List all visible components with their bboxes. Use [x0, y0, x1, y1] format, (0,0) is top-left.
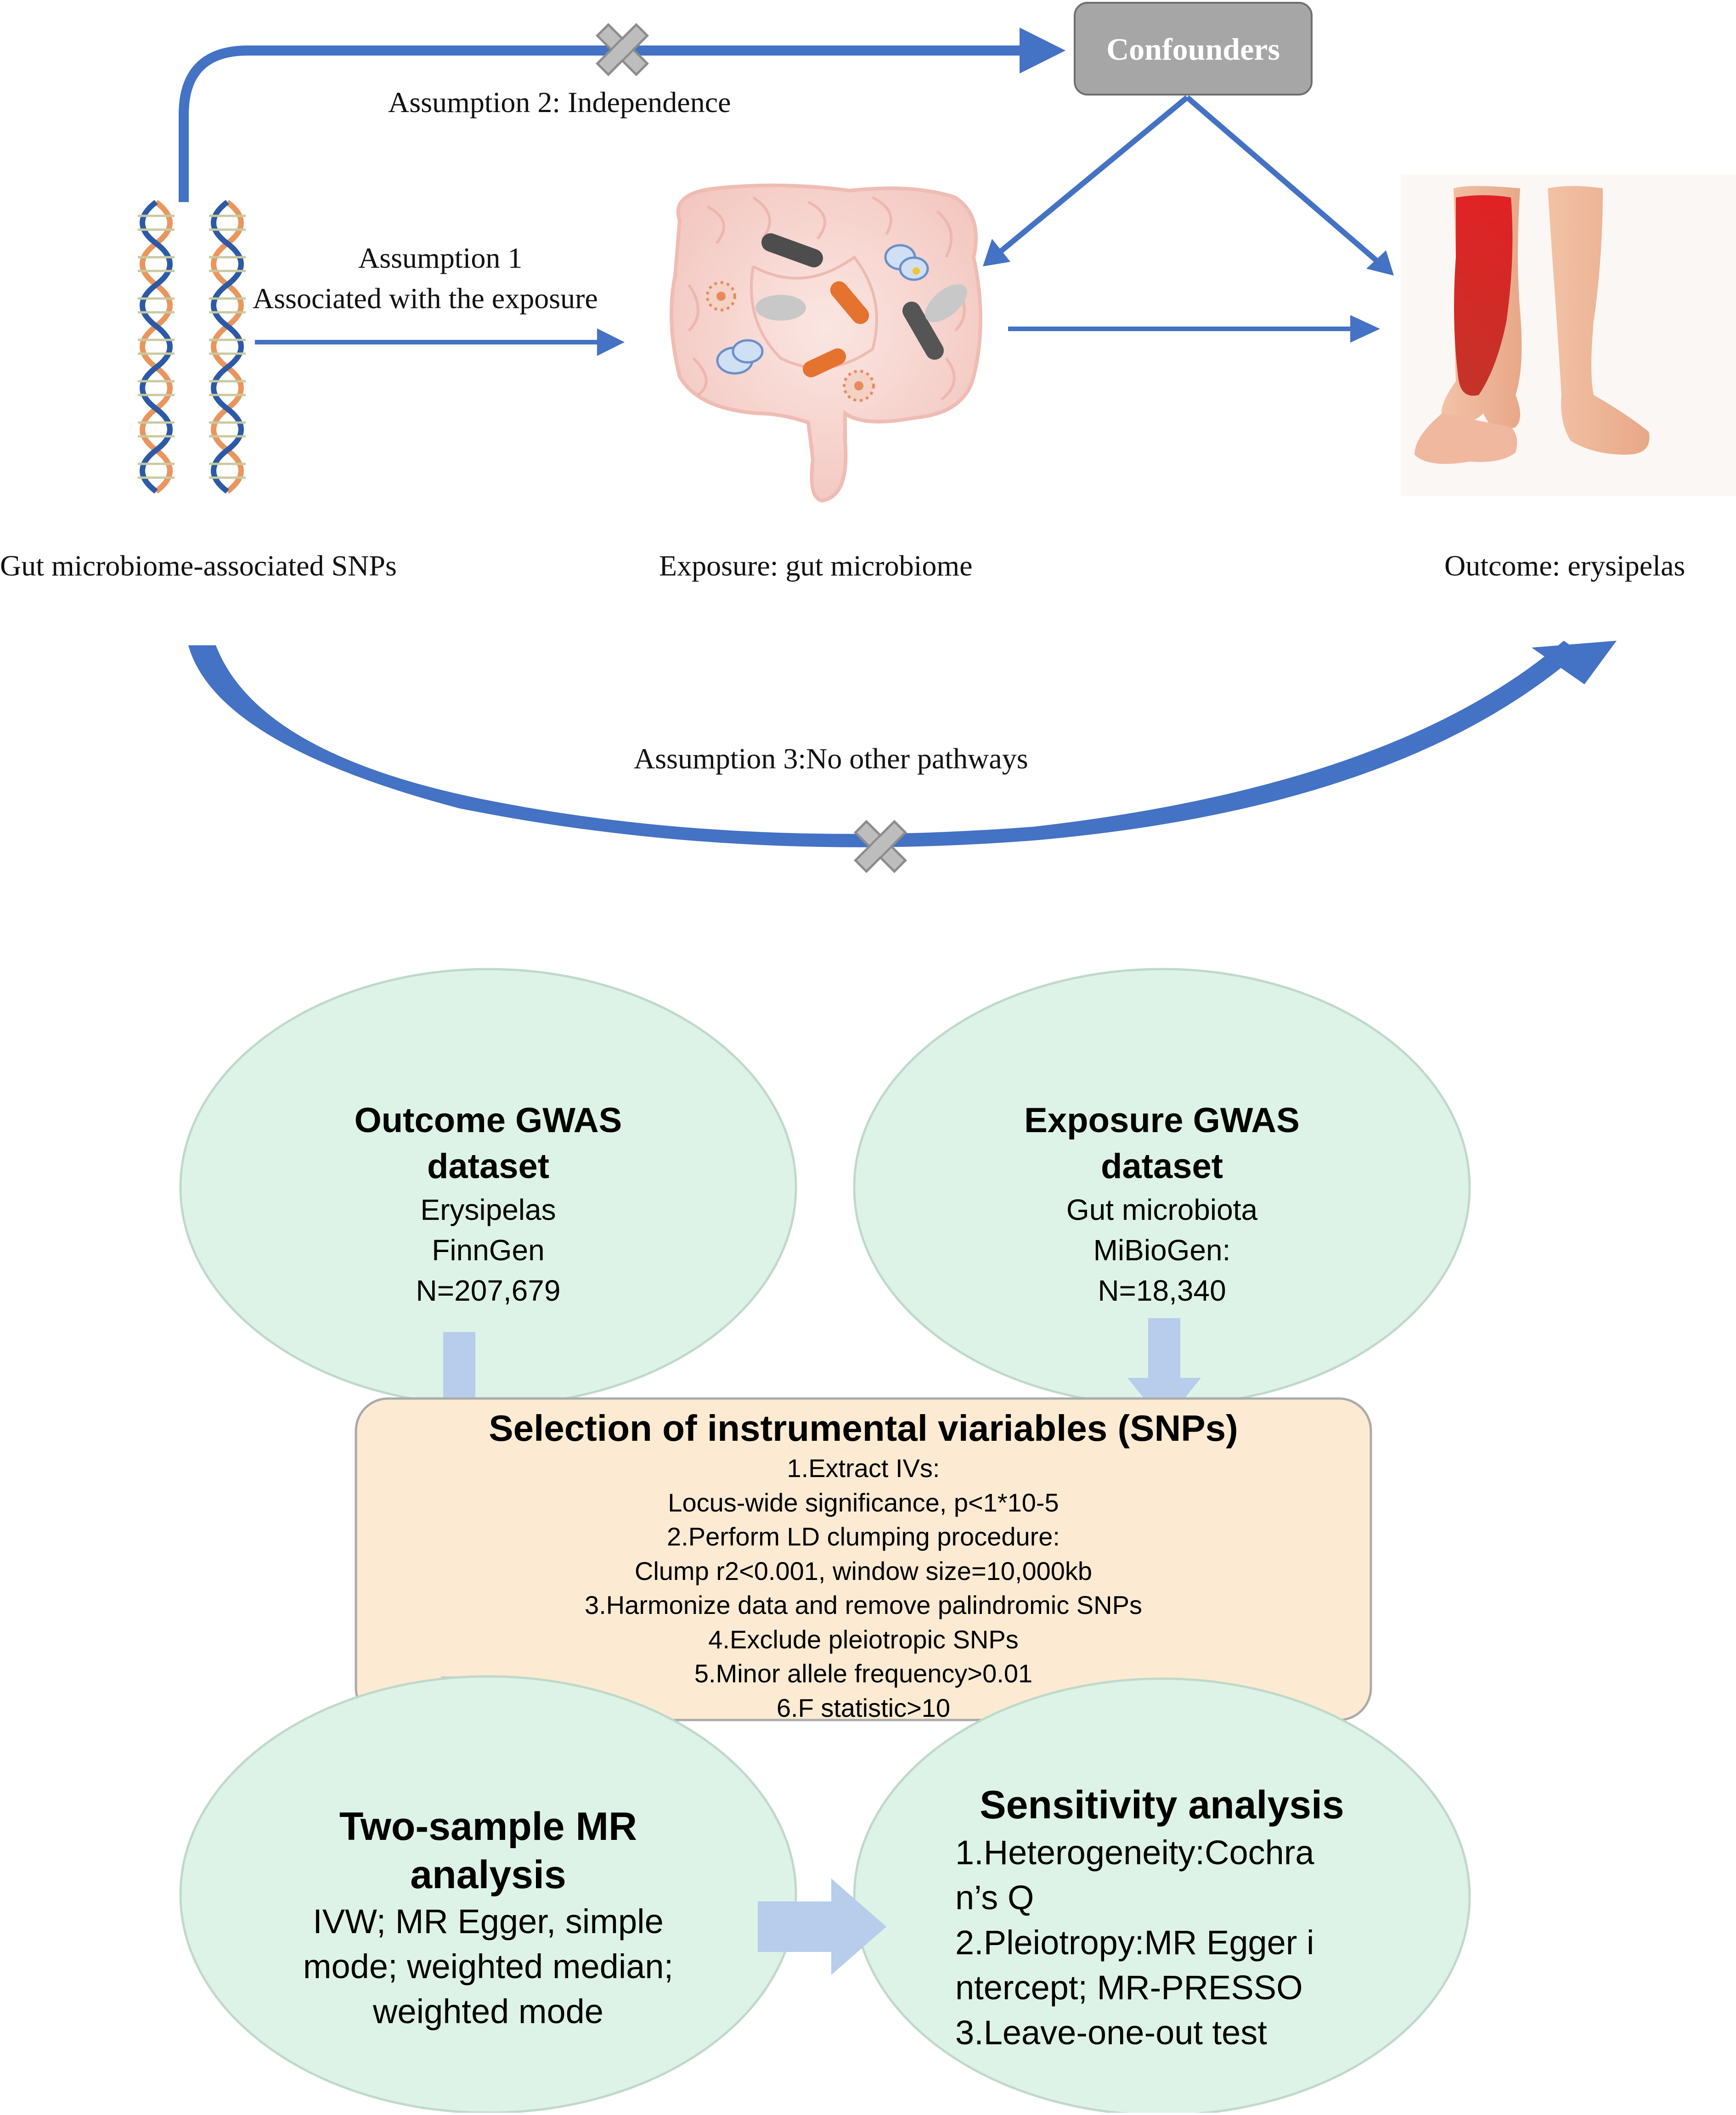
sensitivity-analysis-ellipse — [853, 1677, 1471, 2115]
exposure-gwas-title-line1: Exposure GWAS — [1024, 1101, 1300, 1140]
assumption3-arrow — [188, 641, 1617, 847]
exposure-gwas-text: Exposure GWAS dataset Gut microbiota MiB… — [932, 1098, 1392, 1311]
outcome-label: Outcome: erysipelas — [1444, 549, 1685, 582]
sensitivity-line: 3.Leave-one-out test — [955, 2013, 1267, 2052]
confounders-label: Confounders — [1106, 32, 1280, 67]
assumption2-label: Assumption 2: Independence — [388, 86, 731, 118]
sensitivity-line: 2.Pleiotropy:MR Egger i — [955, 1923, 1314, 1962]
no-other-pathways-cross-icon — [854, 820, 907, 873]
two-sample-mr-title-line2: analysis — [410, 1853, 566, 1897]
two-sample-mr-line: mode; weighted median; — [303, 1947, 674, 1985]
outcome-gwas-line: N=207,679 — [416, 1274, 561, 1307]
selection-line: Clump r2<0.001, window size=10,000kb — [634, 1556, 1093, 1585]
assumption2-arrow — [179, 28, 1065, 202]
selection-line: 6.F statistic>10 — [776, 1693, 951, 1722]
outcome-gwas-text: Outcome GWAS dataset Erysipelas FinnGen … — [259, 1098, 718, 1311]
assumption3-label: Assumption 3:No other pathways — [634, 742, 1028, 775]
snps-label: Gut microbiome-associated SNPs — [0, 549, 397, 582]
two-sample-mr-line: IVW; MR Egger, simple — [313, 1902, 664, 1940]
dna-icon — [138, 200, 246, 494]
selection-text: Selection of instrumental viariables (SN… — [356, 1405, 1371, 1725]
two-sample-mr-text: Two-sample MR analysis IVW; MR Egger, si… — [236, 1803, 741, 2034]
two-sample-mr-line: weighted mode — [373, 1992, 603, 2030]
selection-line: 4.Exclude pleiotropic SNPs — [708, 1624, 1019, 1654]
confounders-box: Confounders — [1074, 2, 1313, 96]
outcome-gwas-title-line1: Outcome GWAS — [354, 1101, 622, 1140]
outcome-gwas-line: Erysipelas — [420, 1193, 556, 1226]
outcome-gwas-line: FinnGen — [432, 1234, 545, 1267]
selection-box — [355, 1397, 1372, 1721]
sensitivity-title: Sensitivity analysis — [980, 1783, 1344, 1827]
selection-line: 1.Extract IVs: — [787, 1454, 940, 1483]
assumption1-label-line2: Associated with the exposure — [253, 282, 598, 315]
independence-cross-icon — [596, 23, 649, 76]
sensitivity-analysis-text: Sensitivity analysis 1.Heterogeneity:Coc… — [955, 1780, 1369, 2055]
outcome-gwas-title-line2: dataset — [427, 1147, 550, 1186]
exposure-to-outcome-arrow — [1008, 315, 1380, 343]
exposure-gwas-line: Gut microbiota — [1066, 1193, 1258, 1226]
selection-title: Selection of instrumental viariables (SN… — [489, 1408, 1238, 1449]
two-sample-mr-title-line1: Two-sample MR — [339, 1805, 637, 1849]
exposure-gwas-line: MiBioGen: — [1093, 1234, 1231, 1267]
gut-microbiome-icon — [670, 183, 982, 503]
erysipelas-legs-icon — [1401, 175, 1736, 496]
assumption1-label-line1: Assumption 1 — [358, 242, 523, 274]
confounder-to-exposure-arrow — [983, 95, 1189, 266]
selection-line: 2.Perform LD clumping procedure: — [667, 1522, 1060, 1551]
confounder-to-outcome-arrow — [1185, 95, 1394, 276]
sensitivity-line: n’s Q — [955, 1878, 1034, 1917]
assumption1-arrow — [255, 328, 625, 356]
exposure-gwas-title-line2: dataset — [1100, 1147, 1223, 1186]
exposure-label: Exposure: gut microbiome — [659, 549, 973, 582]
exposure-gwas-line: N=18,340 — [1098, 1274, 1226, 1307]
mr-to-sensitivity-arrow — [758, 1878, 886, 1975]
sensitivity-line: 1.Heterogeneity:Cochra — [955, 1833, 1314, 1872]
sensitivity-line: ntercept; MR-PRESSO — [955, 1968, 1303, 2007]
selection-line: Locus-wide significance, p<1*10-5 — [668, 1488, 1059, 1517]
selection-line: 5.Minor allele frequency>0.01 — [694, 1659, 1033, 1688]
selection-line: 3.Harmonize data and remove palindromic … — [585, 1590, 1142, 1619]
